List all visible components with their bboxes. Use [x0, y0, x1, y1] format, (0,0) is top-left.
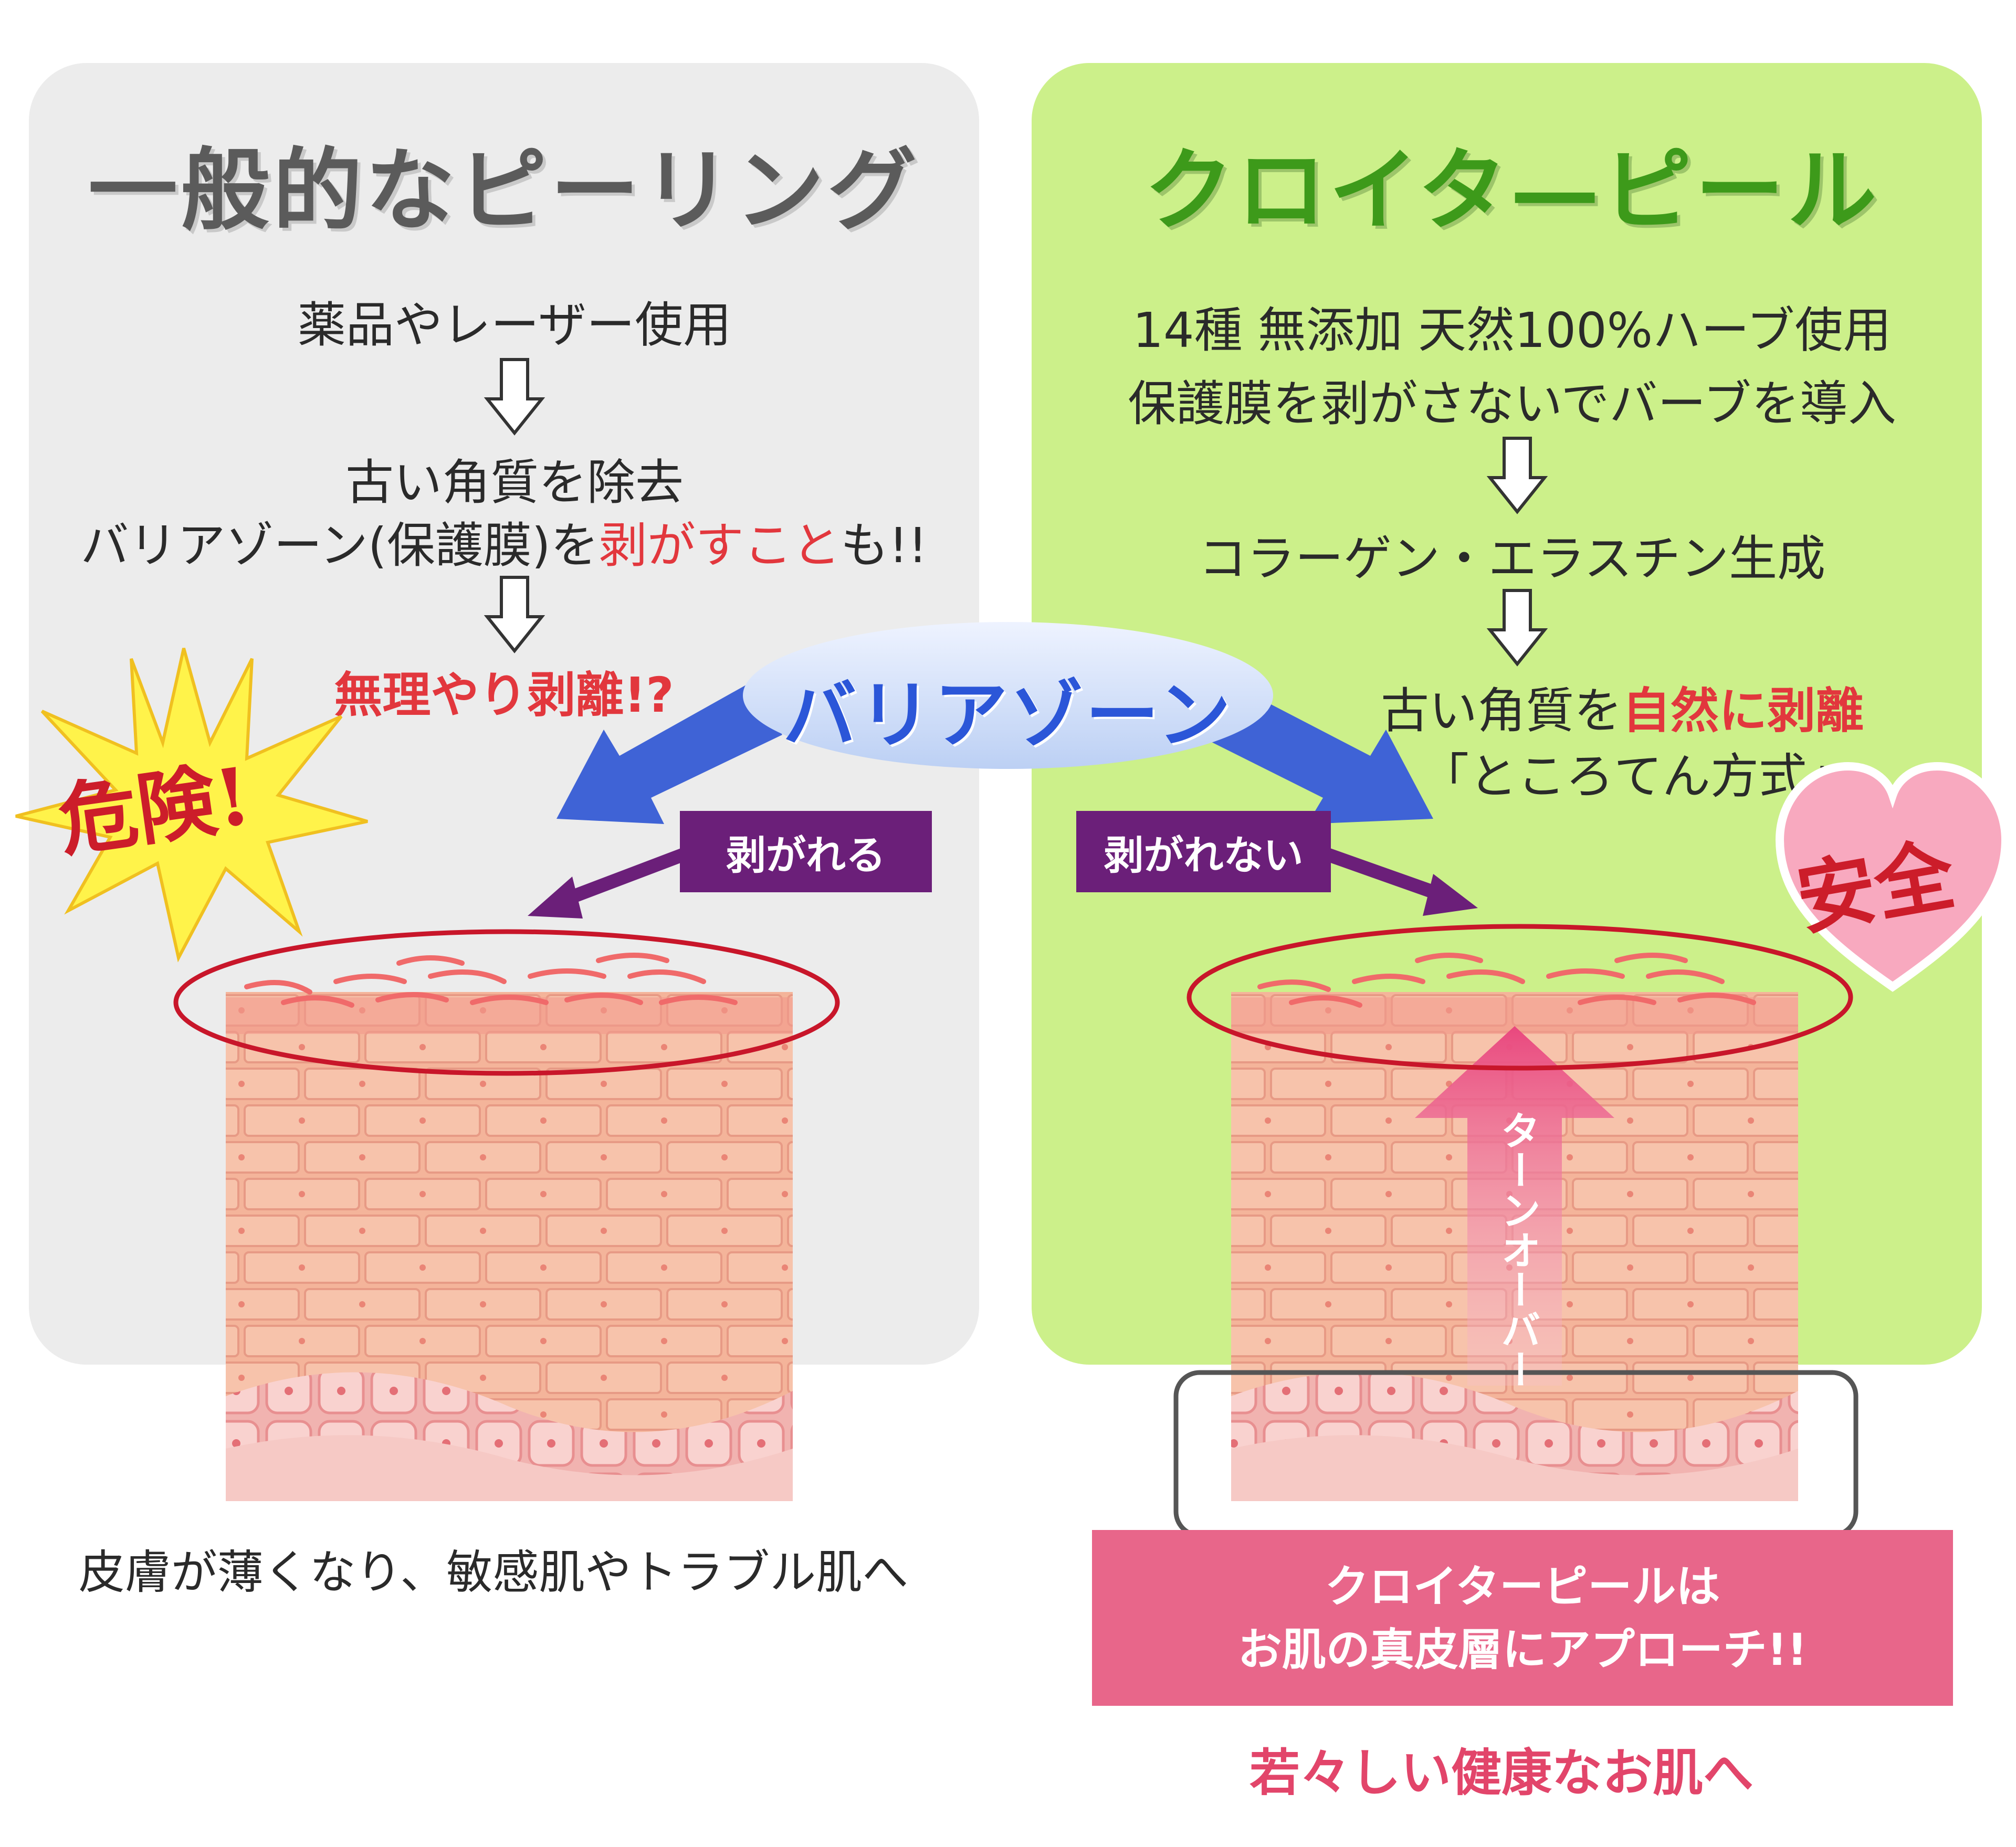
dermis-message-line2: お肌の真皮層にアプローチ!! [1237, 1623, 1808, 1675]
turnover-arrow [1415, 1026, 1614, 1386]
danger-starburst-icon [15, 648, 368, 963]
turnover-label: ターンオーバー [1494, 1110, 1541, 1389]
left-title: 一般的なピーリング [88, 138, 920, 243]
right-step1-line1: 14種 無添加 天然100%ハーブ使用 [1132, 302, 1892, 358]
right-down-arrow-1 [1486, 437, 1548, 514]
barrier-zone-label: バリアゾーン [783, 673, 1233, 758]
right-step2: コラーゲン・エラスチン生成 [1198, 531, 1826, 587]
right-step1-line2: 保護膜を剥がさないでバーブを導入 [1128, 376, 1896, 432]
right-step3-line1: 古い角質を自然に剥離 [1380, 683, 1864, 739]
left-step2-line1: 古い角質を除去 [345, 455, 684, 511]
dermis-message-box: クロイターピールは お肌の真皮層にアプローチ!! [1092, 1530, 1953, 1706]
left-down-arrow-1 [484, 358, 545, 436]
left-down-arrow-2 [484, 576, 545, 653]
heart-icon [1775, 762, 2010, 992]
right-step3-line2: 「ところてん方式」 [1420, 748, 1855, 805]
dermis-message-line1: クロイターピールは [1325, 1560, 1720, 1612]
left-blue-arrow [556, 682, 782, 824]
left-conclusion: 皮膚が薄くなり、敏感肌やトラブル肌へ [78, 1545, 909, 1599]
peel-off-tag: 剥がれる [680, 811, 932, 892]
left-skin-block [173, 929, 840, 1501]
no-peel-tag: 剥がれない [1076, 811, 1331, 892]
left-step3: 無理やり剥離!? [334, 667, 674, 723]
right-title: クロイタ—ピール [1144, 138, 1880, 243]
right-conclusion: 若々しい健康なお肌へ [1250, 1744, 1754, 1802]
right-down-arrow-2 [1486, 589, 1548, 667]
left-step1: 薬品やレーザー使用 [297, 297, 732, 353]
left-step2-line2: バリアゾーン(保護膜)を剥がすことも!! [80, 518, 928, 574]
right-skin-block [1173, 924, 1858, 1538]
